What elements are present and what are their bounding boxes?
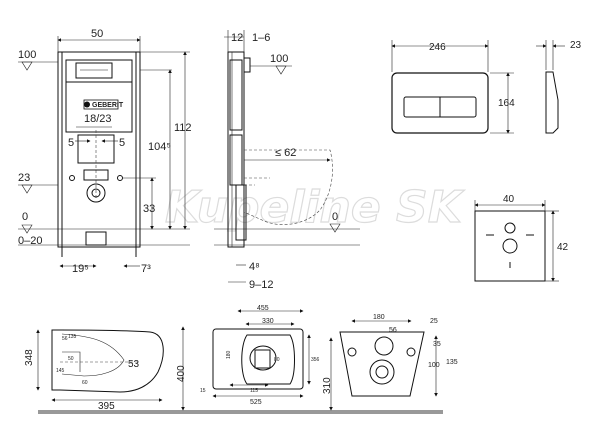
level-neg-label: 0–20 xyxy=(18,235,42,247)
brand-label: GEBERIT xyxy=(92,102,124,109)
plate-width-label: 246 xyxy=(429,42,446,53)
bottom-right-dim: 7³ xyxy=(141,263,151,275)
plate-height-label: 164 xyxy=(498,98,515,109)
pad-height-label: 42 xyxy=(557,242,569,253)
flush-plate-side: 23 xyxy=(536,40,582,134)
watermark-logo: Kupeline SK xyxy=(165,182,465,233)
side-bottom-range: 9–12 xyxy=(249,279,273,291)
bowl-top-dim-15: 15 xyxy=(200,388,206,394)
frame-height-label: 112 xyxy=(174,122,192,134)
bowl-back-height: 310 xyxy=(322,377,333,394)
bowl-top-dim-115: 115 xyxy=(250,388,258,394)
bowl-top-length: 525 xyxy=(250,399,262,406)
side-level-100: 100 xyxy=(270,53,288,65)
bowl-dim-53: 53 xyxy=(128,359,140,370)
bowl-dim-135: 135 xyxy=(68,334,77,340)
frame-front-view: GEBERIT 18/23 5 5 50 112 104⁵ xyxy=(18,28,192,275)
frame-axis-height-label: 104⁵ xyxy=(148,141,171,153)
side-max-depth: ≤ 62 xyxy=(275,147,296,159)
inlet-height-label: 33 xyxy=(143,203,155,215)
pipe-offset-right: 5 xyxy=(119,137,125,149)
bowl-back-view: 180 56 25 35 100 135 310 xyxy=(322,314,458,411)
side-bottom-offset: 4⁸ xyxy=(249,261,260,273)
bowl-side-view: 395 348 56 135 53 50 60 145 xyxy=(24,329,164,412)
plate-depth-label: 23 xyxy=(570,40,582,51)
bowl-back-dim-35: 35 xyxy=(433,341,441,348)
bowl-top-dim-356: 356 xyxy=(311,357,320,363)
level-100-label: 100 xyxy=(18,49,36,61)
bowl-dim-60: 60 xyxy=(82,380,88,386)
level-0-label: 0 xyxy=(22,211,28,223)
pipe-range-label: 18/23 xyxy=(84,113,112,125)
bowl-back-dim-180: 180 xyxy=(373,314,385,321)
bowl-back-dim-135: 135 xyxy=(446,359,458,366)
bowl-floor-height: 400 xyxy=(176,365,187,382)
frame-side-view: 12 1–6 100 ≤ 62 0 4⁸ 9–12 xyxy=(214,30,360,291)
bowl-dim-50: 50 xyxy=(68,356,74,362)
bowl-dim-56: 56 xyxy=(62,336,68,342)
side-top-depth: 12 xyxy=(231,32,243,44)
bowl-back-dim-25: 25 xyxy=(430,318,438,325)
pad-width-label: 40 xyxy=(503,194,515,205)
floor-bar xyxy=(38,410,443,414)
side-top-range: 1–6 xyxy=(252,32,270,44)
bowl-height-label: 348 xyxy=(24,349,35,366)
side-level-0: 0 xyxy=(332,211,338,223)
flush-plate-front: 246 164 xyxy=(391,40,515,134)
pipe-offset-left: 5 xyxy=(68,137,74,149)
bowl-top-dim-180: 180 xyxy=(226,350,232,359)
level-23-label: 23 xyxy=(18,172,30,184)
bowl-back-dim-56: 56 xyxy=(389,327,397,334)
soundproof-pad: 40 42 xyxy=(474,194,569,282)
bowl-back-dim-100: 100 xyxy=(428,362,440,369)
bowl-length-label: 395 xyxy=(98,401,115,412)
bowl-top-dim-80: 80 xyxy=(274,357,280,363)
bowl-dim-145: 145 xyxy=(56,368,65,374)
bowl-top-view: 455 330 525 180 80 356 115 15 400 xyxy=(176,305,320,411)
frame-width-label: 50 xyxy=(91,28,103,40)
bowl-top-outer-width: 455 xyxy=(257,305,269,312)
bowl-top-inner-width: 330 xyxy=(262,318,274,325)
bottom-left-dim: 19⁵ xyxy=(72,263,89,275)
